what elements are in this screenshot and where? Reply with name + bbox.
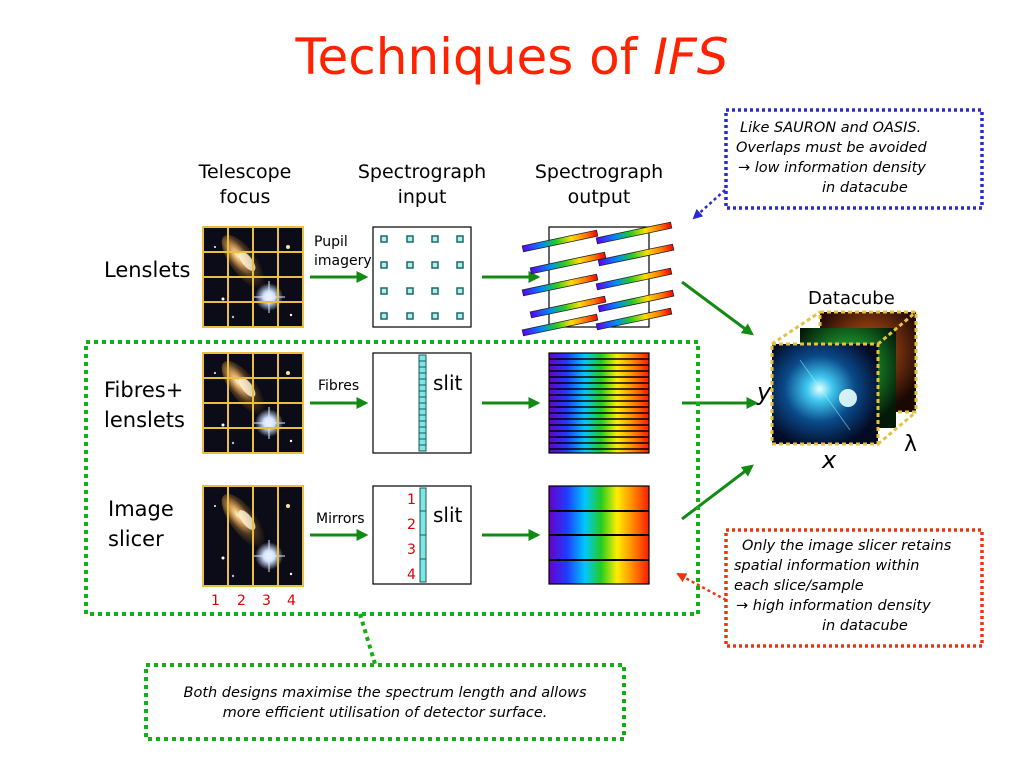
slicer-note-line2: spatial information within (734, 558, 920, 574)
row-fibres-line2: lenslets (104, 408, 185, 432)
slicer-note-arrow (676, 572, 727, 602)
slice-num-v3: 3 (407, 542, 416, 558)
lenslets-note-line2: Overlaps must be avoided (736, 140, 927, 156)
slice-num-h1: 1 (211, 593, 220, 609)
slice-num-h4: 4 (287, 593, 296, 609)
col-output-line2: output (567, 186, 631, 208)
fibres-label: Fibres (318, 378, 360, 394)
lenslets-note-text: Like SAURON and OASIS. Overlaps must be … (736, 118, 976, 198)
col-spectrograph-output: Spectrograph output (517, 160, 681, 210)
slicer-note-line4: → high information density (736, 598, 931, 614)
slice-num-v4: 4 (407, 567, 416, 583)
galaxy-image-lenslets (202, 226, 304, 328)
page-title: Techniques of IFS (0, 28, 1024, 86)
bottom-note-line1: Both designs maximise the spectrum lengt… (183, 685, 587, 701)
col-telescope-line2: focus (219, 186, 271, 208)
green-connector (358, 613, 377, 665)
fibre-spectra (548, 352, 650, 454)
col-input-line1: Spectrograph (357, 161, 487, 183)
pupil-line2: imagery (314, 253, 372, 269)
datacube-label: Datacube (808, 288, 895, 309)
arrow-lenslets-datacube (681, 280, 754, 336)
datacube-y-axis: y (757, 378, 772, 406)
green-group-box (84, 340, 700, 616)
galaxy-image-fibres (202, 352, 304, 454)
col-spectrograph-input: Spectrograph input (340, 160, 504, 210)
row-slicer-line2: slicer (108, 527, 164, 551)
slice-num-v1: 1 (407, 492, 416, 508)
lenslets-note-line1: Like SAURON and OASIS. (740, 120, 922, 136)
col-telescope-line1: Telescope (198, 161, 292, 183)
slice-num-h2: 2 (237, 593, 246, 609)
lenslets-note-box (724, 108, 984, 210)
slicer-note-line1: Only the image slicer retains (742, 538, 952, 554)
slicer-spectra (548, 485, 650, 585)
row-slicer-line1: Image (108, 497, 174, 521)
row-label-slicer: Image slicer (108, 494, 174, 554)
row-fibres-line1: Fibres+ (104, 378, 184, 402)
slice-num-v2: 2 (407, 517, 416, 533)
slicer-note-line3: each slice/sample (734, 578, 864, 594)
pupil-line1: Pupil (314, 234, 348, 250)
row-label-fibres: Fibres+ lenslets (104, 375, 185, 435)
lenslet-spectra (521, 221, 675, 337)
slice-num-h3: 3 (262, 593, 271, 609)
col-telescope-focus: Telescope focus (180, 160, 310, 210)
col-input-line2: input (397, 186, 447, 208)
bottom-note-text: Both designs maximise the spectrum lengt… (148, 683, 622, 723)
galaxy-image-slicer (202, 485, 304, 587)
lenslets-note-line3: → low information density (738, 160, 926, 176)
datacube-x-axis: x (822, 446, 837, 474)
slit-label-slicer: slit (433, 503, 463, 527)
pupil-imagery-label: Pupil imagery (314, 233, 372, 271)
title-main: Techniques of (295, 28, 654, 86)
pupil-grid (372, 226, 472, 328)
slicer-slit (372, 485, 472, 585)
datacube-lambda-axis: λ (904, 432, 918, 457)
datacube-image (770, 310, 918, 446)
title-emph: IFS (653, 28, 729, 86)
arrow-slicer-datacube (681, 464, 754, 521)
lenslets-note-arrow (692, 189, 726, 220)
bottom-note-box (144, 663, 626, 741)
col-output-line1: Spectrograph (534, 161, 664, 183)
lenslets-note-line4: in datacube (822, 180, 908, 196)
slicer-note-box (724, 528, 984, 648)
slicer-note-text: Only the image slicer retains spatial in… (734, 536, 978, 636)
slicer-note-line5: in datacube (822, 618, 908, 634)
slit-label-fibres: slit (433, 371, 463, 395)
row-label-lenslets: Lenslets (104, 258, 191, 282)
fibre-slit (372, 352, 472, 454)
mirrors-label: Mirrors (316, 511, 365, 527)
bottom-note-line2: more efficient utilisation of detector s… (222, 705, 548, 721)
